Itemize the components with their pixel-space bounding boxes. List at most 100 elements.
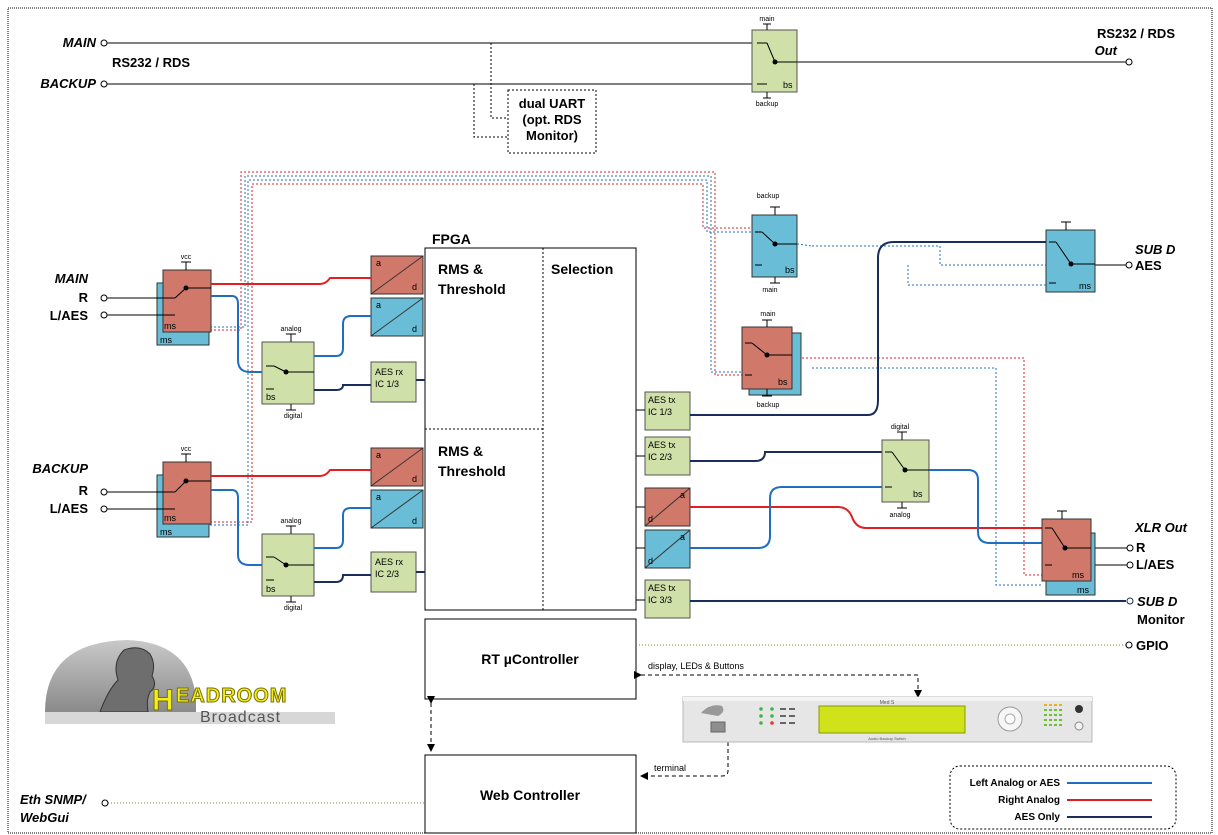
uart-line-1: dual UART (519, 96, 586, 111)
backup-adc-left-d: d (412, 516, 417, 526)
rs232-section: dual UART (opt. RDS Monitor) main backup… (40, 16, 1175, 154)
xlr-ms-label-2: ms (1077, 585, 1089, 595)
rms2-line-2: Threshold (438, 463, 506, 479)
uart-line-3: Monitor) (526, 128, 578, 143)
dac-right: a d (644, 487, 691, 527)
dac-blocks: a d a d (644, 487, 691, 569)
subd-monitor-sub: Monitor (1137, 612, 1185, 627)
rs232-switch-bs-label: bs (783, 80, 793, 90)
backup-ad-switch: analog digital bs (261, 518, 315, 612)
xlr-l-label: L/AES (1136, 557, 1175, 572)
output-da-analog: analog (889, 512, 910, 519)
dac-right-d: d (648, 514, 653, 524)
rs232-rds-label: RS232 / RDS (112, 55, 190, 70)
web-controller-label: Web Controller (480, 787, 581, 803)
rms2-line-1: RMS & (438, 443, 483, 459)
main-l-terminal (100, 311, 108, 319)
xlr-out-relay: ms ms (1041, 510, 1096, 596)
aes-rx-1-line-1: AES rx (375, 367, 404, 377)
device-subtitle: Audio Backup Switch (868, 736, 906, 741)
display-link-label: display, LEDs & Buttons (648, 661, 744, 671)
legend: Left Analog or AES Right Analog AES Only (949, 765, 1177, 830)
main-ms-label-1: ms (164, 321, 176, 331)
output-aes-switch-top: backup main bs (751, 193, 798, 294)
rs232-out-terminal (1125, 58, 1133, 66)
main-ms-label-2: ms (160, 335, 172, 345)
main-input-r: R (79, 290, 89, 305)
aes-rx-2-line-2: IC 2/3 (375, 569, 399, 579)
subd-monitor-terminal (1126, 597, 1134, 605)
main-adc-right: a d (370, 255, 424, 295)
backup-input-l: L/AES (50, 501, 89, 516)
aes-tx-1-line-1: AES tx (648, 395, 676, 405)
fpga: FPGA RMS & Threshold RMS & Threshold Sel… (424, 231, 637, 611)
xlr-ms-label-1: ms (1072, 570, 1084, 580)
eth-label-2: WebGui (20, 810, 69, 825)
backup-adc-right-a: a (376, 450, 381, 460)
main-digital-label: digital (284, 413, 303, 420)
aes-tx-3-line-2: IC 3/3 (648, 595, 672, 605)
fpga-title: FPGA (432, 231, 471, 247)
device-button-1 (1075, 705, 1083, 713)
rs232-switch-backup-label: backup (756, 101, 779, 108)
subd-aes-sub: AES (1135, 258, 1162, 273)
rms1-line-1: RMS & (438, 261, 483, 277)
main-rs232-terminal (100, 39, 108, 47)
gpio-label: GPIO (1136, 638, 1169, 653)
top-backup-label: BACKUP (40, 76, 96, 91)
aes-tx-1-line-2: IC 1/3 (648, 407, 672, 417)
subd-aes-ms: ms (1079, 281, 1091, 291)
subd-aes-title: SUB D (1135, 242, 1176, 257)
main-analog-label: analog (280, 326, 301, 333)
legend-label-left: Left Analog or AES (970, 778, 1061, 789)
logo-sub: Broadcast (200, 709, 281, 726)
terminal-link-label: terminal (654, 763, 686, 773)
device-button-2 (1074, 721, 1084, 731)
aes-rx-2-line-1: AES rx (375, 557, 404, 567)
legend-label-right: Right Analog (998, 795, 1060, 806)
dac-left-a: a (680, 532, 685, 542)
main-adc-left-a: a (376, 300, 381, 310)
rms1-line-2: Threshold (438, 281, 506, 297)
main-adc-right-a: a (376, 258, 381, 268)
aes-tx-2-line-2: IC 2/3 (648, 452, 672, 462)
main-input-section: MAIN R L/AES vcc ms ms (50, 254, 212, 346)
main-r-terminal (100, 294, 108, 302)
xlr-l-terminal (1126, 561, 1134, 569)
legend-label-aes: AES Only (1014, 812, 1060, 823)
aes-tx-2 (644, 436, 691, 476)
xlr-title: XLR Out (1134, 520, 1188, 535)
main-adc-right-d: d (412, 282, 417, 292)
rs232-out-title: RS232 / RDS (1097, 26, 1175, 41)
top-main-label: MAIN (63, 35, 97, 50)
output-da-bs: bs (913, 489, 923, 499)
main-input-l: L/AES (50, 308, 89, 323)
legend-box (949, 765, 1177, 830)
aes-switch-top-bs: bs (785, 265, 795, 275)
analog-switch-backup: backup (757, 402, 780, 409)
analog-switch-bs: bs (778, 377, 788, 387)
rt-controller-box (424, 618, 637, 700)
output-da-switch: digital analog bs (881, 424, 930, 519)
backup-input-title: BACKUP (32, 461, 88, 476)
logo-word: EADROOM (176, 685, 287, 707)
rt-controller-label: RT µController (481, 651, 579, 667)
backup-ms-label-1: ms (164, 513, 176, 523)
backup-input-relay (162, 461, 212, 525)
aes-tx-blocks: AES tx IC 1/3 AES tx IC 2/3 AES tx IC 3/… (644, 391, 691, 619)
aes-rx-1 (370, 361, 417, 403)
backup-digital-label: digital (284, 605, 303, 612)
aes-tx-3 (644, 579, 691, 619)
subd-monitor-title: SUB D (1137, 594, 1178, 609)
backup-r-terminal (100, 488, 108, 496)
xlr-r-terminal (1126, 544, 1134, 552)
backup-adc-left-a: a (376, 492, 381, 502)
main-ad-switch: analog digital bs (261, 326, 315, 420)
rs232-out-sub: Out (1095, 43, 1118, 58)
subd-aes-terminal (1125, 261, 1133, 269)
backup-adc-left: a d (370, 489, 424, 529)
main-input-title: MAIN (55, 271, 89, 286)
main-adc-left-d: d (412, 324, 417, 334)
eth-label-1: Eth SNMP/ (20, 792, 87, 807)
selection-label: Selection (551, 261, 613, 277)
